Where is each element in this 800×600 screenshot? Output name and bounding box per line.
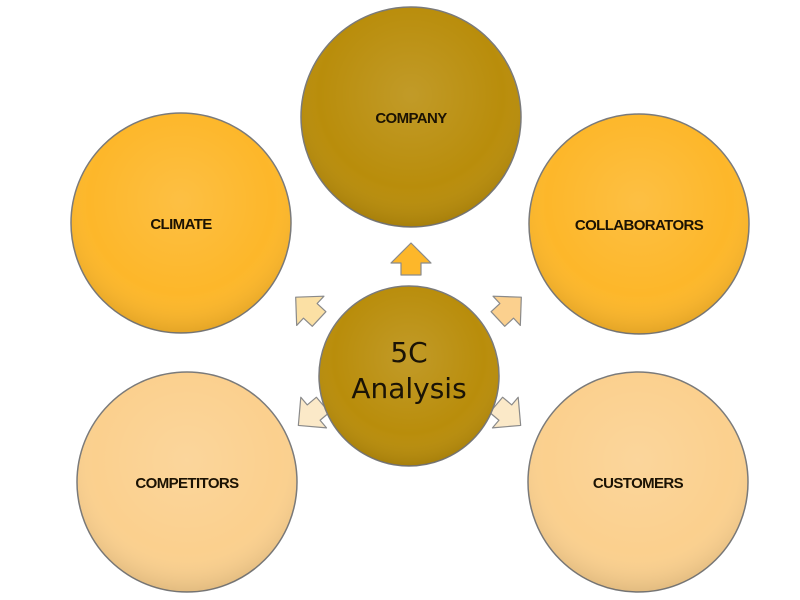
- competitors-label: COMPETITORS: [135, 475, 239, 492]
- company-label: COMPANY: [375, 110, 447, 127]
- collaborators-label: COLLABORATORS: [575, 217, 704, 234]
- center-title-line1: 5C: [390, 336, 427, 369]
- arrow-to-climate: [295, 295, 327, 327]
- node-climate: CLIMATE: [70, 112, 292, 334]
- arrow-to-collaborators: [490, 295, 522, 327]
- node-company: COMPANY: [300, 6, 522, 228]
- node-competitors: COMPETITORS: [76, 371, 298, 593]
- node-customers: CUSTOMERS: [527, 371, 749, 593]
- node-collaborators: COLLABORATORS: [528, 113, 750, 335]
- center-node: 5C Analysis: [318, 285, 500, 467]
- climate-label: CLIMATE: [150, 216, 212, 233]
- center-title-line2: Analysis: [351, 372, 466, 405]
- customers-label: CUSTOMERS: [593, 475, 684, 492]
- arrow-to-company: [390, 242, 432, 276]
